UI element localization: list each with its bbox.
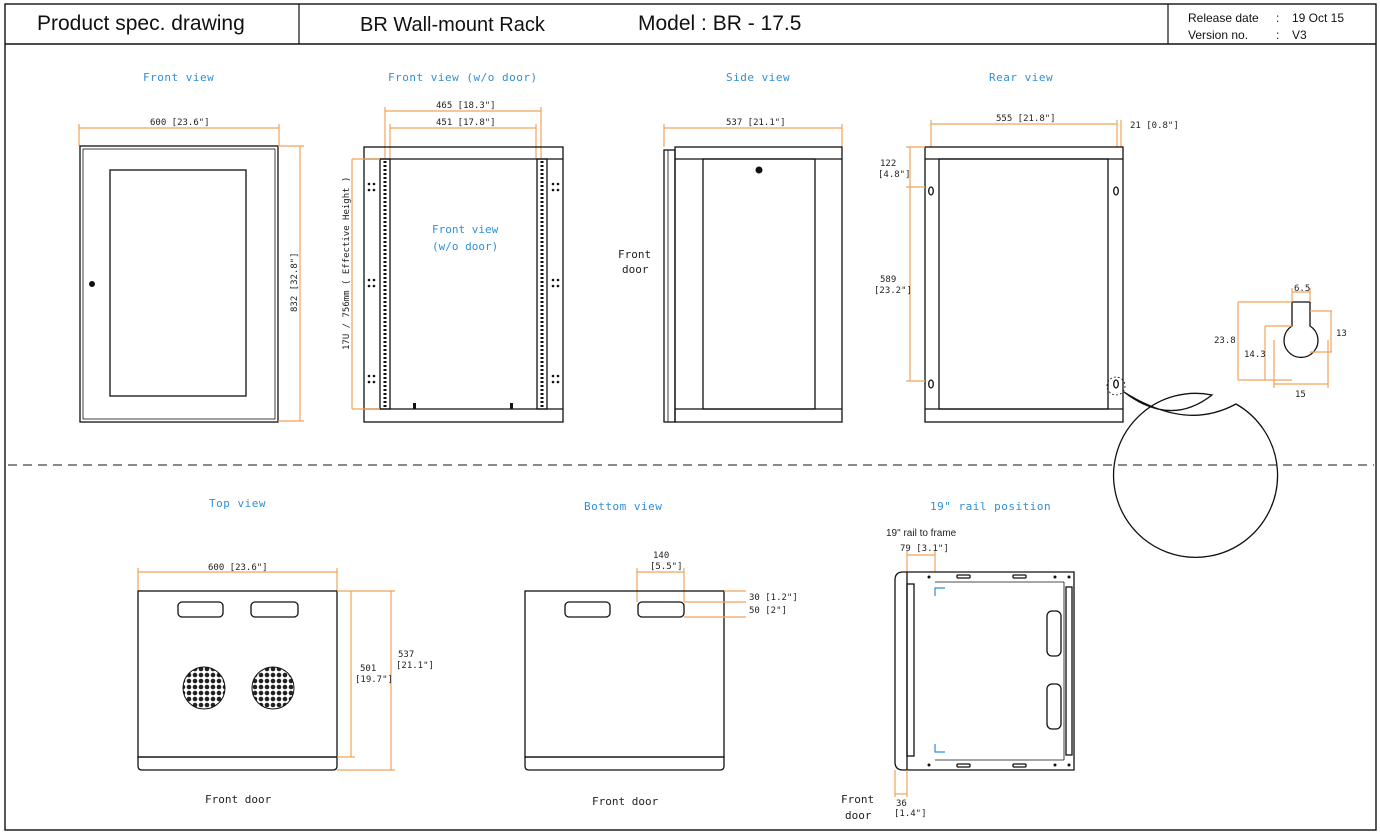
rear-view: Rear view 555 [21.8"] 21 [0.8"] 122 [4.8… <box>874 71 1179 423</box>
cabinet-rear <box>924 146 1124 423</box>
product-name: BR Wall-mount Rack <box>360 14 546 36</box>
right-rail <box>536 158 548 410</box>
front-height-dim: 832 [32.8"] <box>290 252 300 312</box>
bottom-offset-1: 30 [1.2"] <box>749 593 798 603</box>
release-date-value: 19 Oct 15 <box>1292 11 1344 25</box>
side-lock-icon <box>755 166 763 174</box>
title-block: Product spec. drawing BR Wall-mount Rack… <box>4 3 1377 831</box>
side-front-label-1: Front <box>618 248 651 261</box>
rail-bottom-dim-a: 36 <box>896 799 907 809</box>
rail-position-view: 19" rail position 19" rail to frame 79 [… <box>841 500 1075 822</box>
top-depth-a: 537 <box>398 650 414 660</box>
cabinet-frame <box>363 146 564 423</box>
fan-vent-icon <box>251 666 295 710</box>
bottom-panel <box>524 590 725 758</box>
cable-slot <box>177 601 224 618</box>
top-view-title: Top view <box>209 497 266 510</box>
bottom-front-label: Front door <box>592 795 659 808</box>
bottom-offset-2: 50 [2"] <box>749 606 787 616</box>
release-date-sep: : <box>1276 11 1279 25</box>
version-value: V3 <box>1292 28 1307 42</box>
fan-vent-icon <box>182 666 226 710</box>
cabinet-front <box>79 145 279 423</box>
side-door-edge <box>663 149 676 423</box>
top-depth-b: [21.1"] <box>396 661 434 671</box>
rear-offset-dim: 21 [0.8"] <box>1130 121 1179 131</box>
outer-width-dim: 465 [18.3"] <box>436 101 496 111</box>
effective-height-dim: 17U / 756mm ( Effective Height ) <box>342 177 352 350</box>
release-date-label: Release date <box>1188 11 1259 25</box>
version-sep: : <box>1276 28 1279 42</box>
model-number: Model : BR - 17.5 <box>638 12 801 35</box>
side-view: Side view 537 [21.1"] Front door <box>618 71 843 423</box>
detail-d4: 14.3 <box>1244 350 1266 360</box>
cable-slot <box>250 601 299 618</box>
front-view-no-door: Front view (w/o door) 465 [18.3"] 451 [1… <box>342 71 564 423</box>
cable-slot <box>637 601 685 618</box>
side-view-title: Side view <box>726 71 790 84</box>
rear-width-dim: 555 [21.8"] <box>996 114 1056 124</box>
rear-top-dim-a: 122 <box>880 159 896 169</box>
rail-view-title: 19" rail position <box>930 500 1051 513</box>
rail-marker <box>934 744 945 753</box>
side-front-label-2: door <box>622 263 649 276</box>
rail-frame <box>894 571 1075 771</box>
front-width-dim: 600 [23.6"] <box>150 118 210 128</box>
left-rail <box>379 158 391 410</box>
front-view: Front view 600 [23.6"] 832 [32.8"] <box>78 71 304 423</box>
rear-hole-dim-b: [23.2"] <box>874 286 912 296</box>
front-view-title: Front view <box>143 71 214 84</box>
detail-d5: 15 <box>1295 390 1306 400</box>
rail-bottom-dim-b: [1.4"] <box>894 809 927 819</box>
side-panel <box>702 158 816 410</box>
nodoor-label-line1: Front view <box>432 223 499 236</box>
detail-d2: 13 <box>1336 329 1347 339</box>
rail-marker <box>934 587 945 596</box>
nodoor-label-line2: (w/o door) <box>432 240 498 253</box>
cabinet-side <box>674 146 843 423</box>
door-lock-icon <box>89 281 95 287</box>
top-width-dim: 600 [23.6"] <box>208 563 268 573</box>
rail-distance-dim: 79 [3.1"] <box>900 544 949 554</box>
door-glass-panel <box>109 169 247 397</box>
keyhole-icon <box>928 186 1119 389</box>
rail-front-label-1: Front <box>841 793 874 806</box>
cable-slot <box>564 601 611 618</box>
rear-panel <box>938 158 1109 410</box>
rail-caption: 19" rail to frame <box>886 528 957 539</box>
detail-d3: 23.8 <box>1214 336 1236 346</box>
detail-d1: 6.5 <box>1294 284 1310 294</box>
inner-width-dim: 451 [17.8"] <box>436 118 496 128</box>
bottom-view: Bottom view 140 [5.5"] 30 [1.2"] 50 [2"]… <box>524 500 798 808</box>
rear-hole-dim-a: 589 <box>880 275 896 285</box>
doc-type: Product spec. drawing <box>37 12 245 35</box>
bottom-slot-dim-b: [5.5"] <box>650 562 683 572</box>
top-view: Top view 600 [23.6"] 501 [19.7"] 537 [21… <box>137 497 434 806</box>
top-inner-depth-a: 501 <box>360 664 376 674</box>
keyhole-detail: 6.5 13 23.8 14.3 15 <box>1112 284 1347 558</box>
bottom-slot-dim-a: 140 <box>653 551 669 561</box>
top-inner-depth-b: [19.7"] <box>355 675 393 685</box>
version-label: Version no. <box>1188 28 1248 42</box>
top-front-label: Front door <box>205 793 272 806</box>
rear-view-title: Rear view <box>989 71 1053 84</box>
front-nodoor-title: Front view (w/o door) <box>388 71 538 84</box>
top-panel <box>137 590 338 758</box>
rear-top-dim-b: [4.8"] <box>878 170 911 180</box>
rail-front-label-2: door <box>845 809 872 822</box>
bottom-view-title: Bottom view <box>584 500 662 513</box>
side-depth-dim: 537 [21.1"] <box>726 118 786 128</box>
